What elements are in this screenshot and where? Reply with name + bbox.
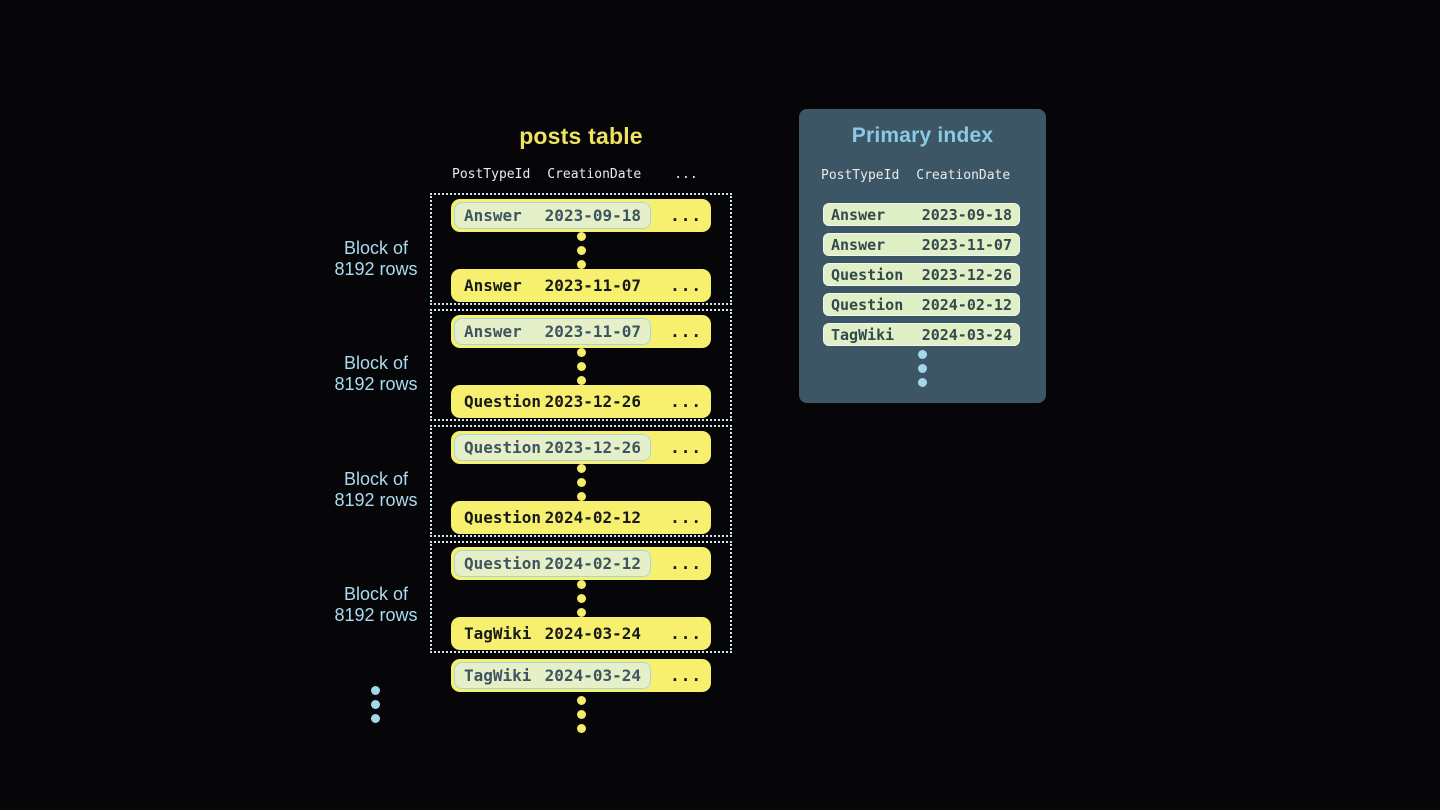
row-more-columns: ...: [670, 322, 702, 341]
post-type-cell: TagWiki: [831, 325, 895, 344]
posts-table-column-headers: PostTypeId CreationDate ...: [452, 167, 698, 182]
block-size-label: Block of 8192 rows: [334, 584, 418, 625]
row-block-1: Answer 2023-09-18 ... Answer 2023-11-07 …: [430, 193, 732, 305]
post-type-cell: Answer: [831, 205, 886, 224]
table-row: TagWiki 2024-03-24 ...: [451, 617, 711, 650]
post-type-cell: Question: [831, 265, 904, 284]
row-key: Question 2024-02-12: [454, 504, 651, 531]
creation-date-cell: 2024-02-12: [544, 554, 641, 573]
vertical-ellipsis-icon: [576, 580, 586, 617]
row-block-3: Question 2023-12-26 ... Question 2024-02…: [430, 425, 732, 537]
primary-index-column-headers: PostTypeId CreationDate: [821, 168, 1010, 183]
row-key-highlight: Question 2023-12-26: [454, 434, 651, 461]
post-type-cell: TagWiki: [464, 666, 532, 685]
row-key: Question 2023-12-26: [454, 388, 651, 415]
creation-date-cell: 2024-03-24: [921, 325, 1012, 344]
row-more-columns: ...: [670, 438, 702, 457]
table-row: Question 2023-12-26 ...: [451, 431, 711, 464]
post-type-cell: Answer: [464, 322, 522, 341]
table-row: Answer 2023-09-18 ...: [451, 199, 711, 232]
row-key-highlight: TagWiki 2024-03-24: [454, 662, 651, 689]
post-type-cell: TagWiki: [464, 624, 532, 643]
table-row-overflow: TagWiki 2024-03-24 ...: [451, 659, 711, 692]
creation-date-cell: 2023-09-18: [921, 205, 1012, 224]
post-type-cell: Question: [464, 438, 542, 457]
vertical-ellipsis-icon: [576, 464, 586, 501]
row-key: Answer 2023-11-07: [454, 272, 651, 299]
row-key-highlight: Answer 2023-09-18: [454, 202, 651, 229]
row-block-4: Question 2024-02-12 ... TagWiki 2024-03-…: [430, 541, 732, 653]
row-key: TagWiki 2024-03-24: [454, 620, 651, 647]
row-block-2: Answer 2023-11-07 ... Question 2023-12-2…: [430, 309, 732, 421]
creation-date-cell: 2023-12-26: [544, 392, 641, 411]
block-size-label: Block of 8192 rows: [334, 238, 418, 279]
post-type-cell: Question: [464, 508, 542, 527]
vertical-ellipsis-icon: [576, 348, 586, 385]
creation-date-cell: 2023-09-18: [544, 206, 641, 225]
creation-date-cell: 2023-12-26: [921, 265, 1012, 284]
table-row: Answer 2023-11-07 ...: [451, 315, 711, 348]
more-blocks-ellipsis-icon: [371, 686, 380, 723]
table-row: Question 2023-12-26 ...: [451, 385, 711, 418]
block-size-label: Block of 8192 rows: [334, 353, 418, 394]
row-more-columns: ...: [670, 508, 702, 527]
row-more-columns: ...: [670, 624, 702, 643]
primary-index-rows: Answer 2023-09-18 Answer 2023-11-07 Ques…: [823, 203, 1020, 353]
more-rows-ellipsis-icon: [577, 696, 586, 733]
column-header-posttypeid: PostTypeId: [821, 168, 900, 183]
creation-date-cell: 2023-11-07: [921, 235, 1012, 254]
post-type-cell: Question: [464, 554, 542, 573]
table-row: Answer 2023-11-07 ...: [451, 269, 711, 302]
index-entry: Answer 2023-11-07: [823, 233, 1020, 256]
primary-index-title: Primary index: [851, 124, 994, 147]
row-more-columns: ...: [670, 276, 702, 295]
row-more-columns: ...: [670, 554, 702, 573]
creation-date-cell: 2023-11-07: [544, 322, 641, 341]
block-size-label: Block of 8192 rows: [334, 469, 418, 510]
row-more-columns: ...: [670, 392, 702, 411]
post-type-cell: Answer: [464, 206, 522, 225]
more-index-entries-ellipsis-icon: [918, 350, 927, 387]
index-entry: Question 2023-12-26: [823, 263, 1020, 286]
post-type-cell: Answer: [831, 235, 886, 254]
creation-date-cell: 2024-02-12: [544, 508, 641, 527]
column-header-creationdate: CreationDate: [547, 167, 642, 182]
posts-table-title: posts table: [519, 123, 643, 149]
primary-index-panel: Primary index PostTypeId CreationDate An…: [799, 109, 1046, 403]
creation-date-cell: 2024-02-12: [921, 295, 1012, 314]
row-key-highlight: Answer 2023-11-07: [454, 318, 651, 345]
column-header-more-columns: ...: [674, 167, 698, 182]
vertical-ellipsis-icon: [576, 232, 586, 269]
creation-date-cell: 2024-03-24: [544, 666, 641, 685]
post-type-cell: Question: [464, 392, 542, 411]
table-row: Question 2024-02-12 ...: [451, 547, 711, 580]
creation-date-cell: 2023-11-07: [544, 276, 641, 295]
row-more-columns: ...: [670, 206, 702, 225]
post-type-cell: Answer: [464, 276, 522, 295]
index-entry: TagWiki 2024-03-24: [823, 323, 1020, 346]
table-row: Question 2024-02-12 ...: [451, 501, 711, 534]
post-type-cell: Question: [831, 295, 904, 314]
index-entry: Answer 2023-09-18: [823, 203, 1020, 226]
index-entry: Question 2024-02-12: [823, 293, 1020, 316]
row-more-columns: ...: [670, 666, 702, 685]
row-key-highlight: Question 2024-02-12: [454, 550, 651, 577]
creation-date-cell: 2024-03-24: [544, 624, 641, 643]
column-header-creationdate: CreationDate: [916, 168, 1011, 183]
column-header-posttypeid: PostTypeId: [452, 167, 531, 182]
creation-date-cell: 2023-12-26: [544, 438, 641, 457]
